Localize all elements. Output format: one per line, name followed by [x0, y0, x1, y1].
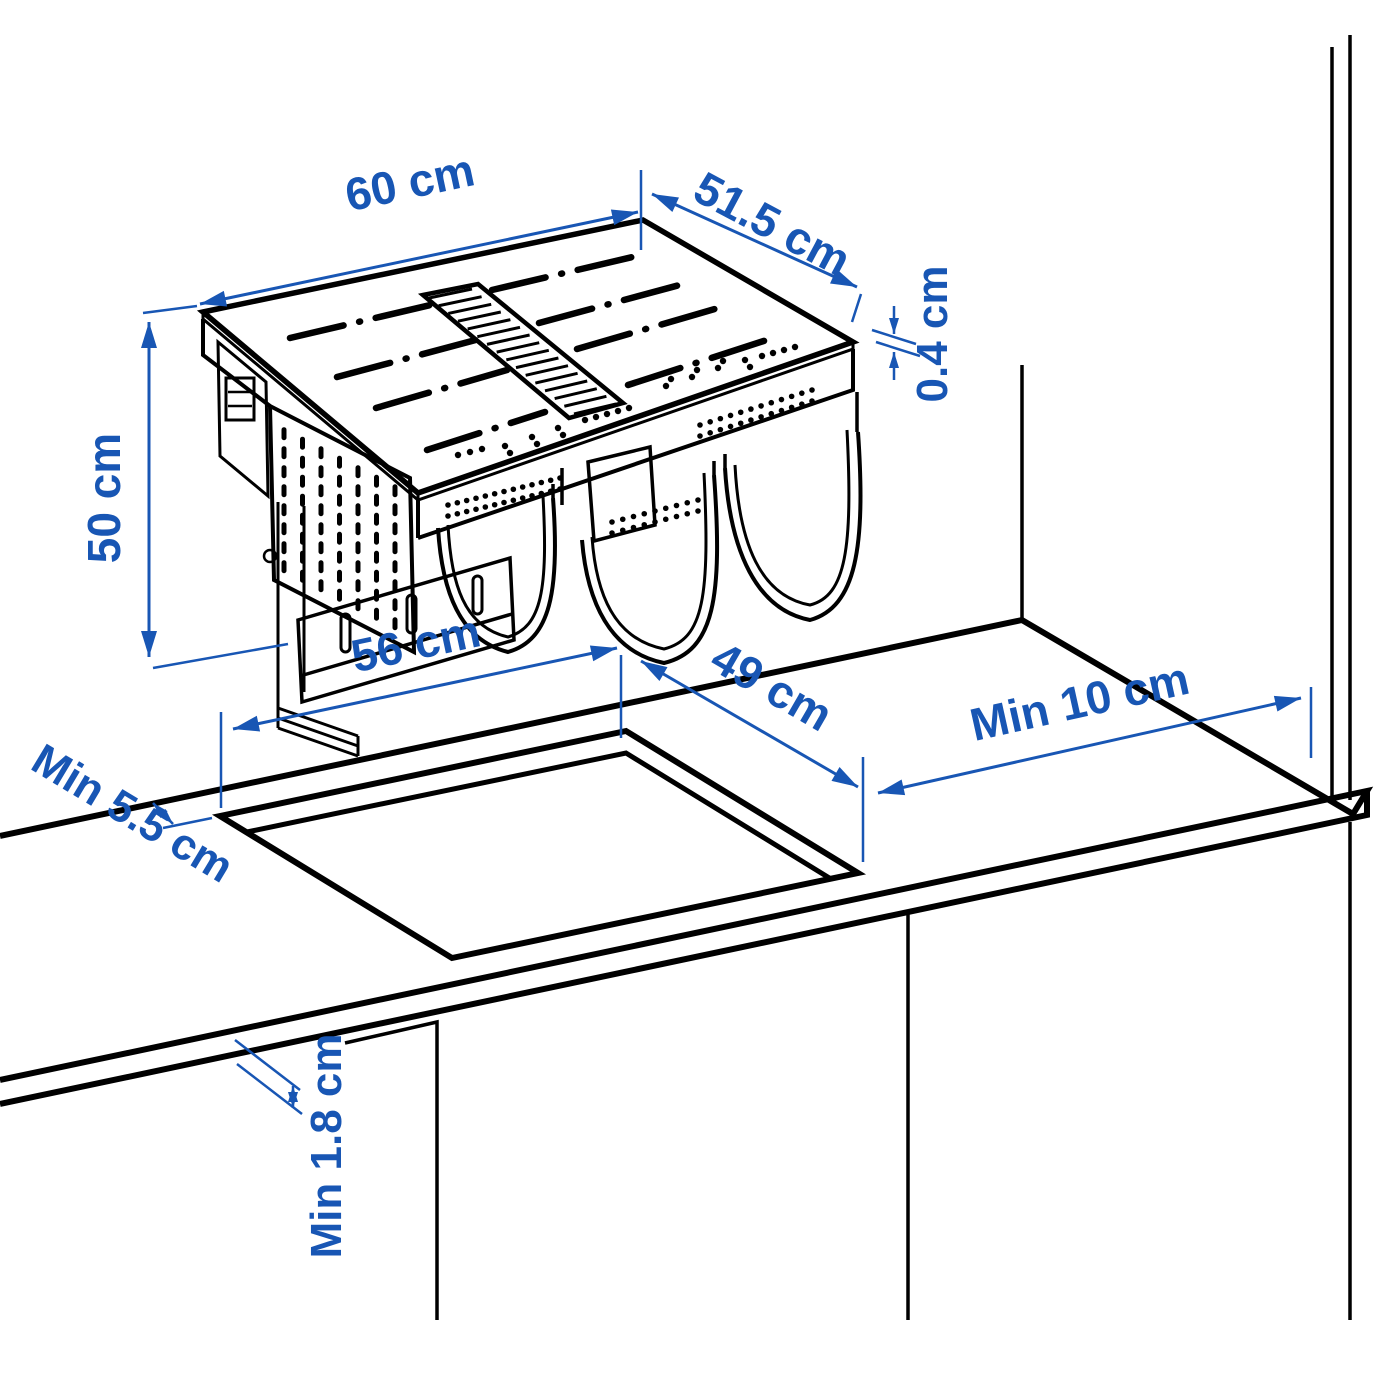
dim-label-cutout-width: 56 cm: [346, 604, 484, 682]
left-end-face: [216, 338, 270, 500]
dim-glass-thickness: 0.4 cm: [871, 266, 957, 403]
bracket-slot-2: [405, 593, 418, 635]
dim-label-unit-height: 50 cm: [78, 433, 130, 563]
band-vent-dots: [445, 387, 815, 536]
dim-cutout-depth: 49 cm: [640, 631, 865, 862]
fan-scrolls: [436, 392, 863, 666]
fan-scroll-b-outer: [580, 474, 720, 666]
dim-label-side-clearance: Min 10 cm: [965, 652, 1193, 751]
dim-label-hob-width: 60 cm: [340, 143, 478, 221]
fan-drum-inner: [733, 429, 851, 607]
dim-back-clearance: Min 5.5 cm: [23, 735, 241, 893]
panel-vent-slots: [281, 427, 398, 631]
dim-label-hob-depth: 51.5 cm: [686, 161, 859, 286]
dim-label-back-clearance: Min 5.5 cm: [23, 735, 241, 893]
countertop-front-bottom-edge: [0, 791, 1370, 1107]
dim-side-clearance: Min 10 cm: [877, 652, 1313, 796]
dim-hob-width: 60 cm: [199, 143, 643, 307]
dim-label-glass-thickness: 0.4 cm: [908, 266, 957, 403]
touch-control-dots: [454, 343, 799, 459]
bracket-slot-3: [471, 574, 484, 616]
dim-label-cutout-depth: 49 cm: [703, 631, 842, 741]
glass-thickness-edge: [201, 312, 855, 502]
dim-unit-height: 50 cm: [78, 304, 289, 670]
connector-detail: [228, 390, 252, 408]
cabinet-left-seam: [344, 1019, 439, 1320]
fan-drum-outer: [723, 431, 863, 623]
dim-label-worktop-thickness: Min 1.8 cm: [302, 1034, 351, 1259]
extractor-grille: [417, 281, 628, 421]
extractor-unit: [201, 319, 863, 758]
base-foot: [276, 706, 360, 758]
countertop: [0, 616, 1374, 1320]
fan-scroll-a-inner: [446, 495, 546, 639]
worktop-cutout: [211, 727, 867, 962]
fan-scroll-b-inner: [590, 472, 708, 651]
kitchen-walls: [1020, 35, 1352, 1320]
dim-worktop-thickness: Min 1.8 cm: [234, 1034, 351, 1259]
duct-window: [586, 444, 657, 544]
cutout-inner-rim: [246, 750, 833, 882]
cutout-top-outline: [211, 727, 867, 962]
connector-box: [224, 376, 256, 422]
cable-hook: [262, 548, 278, 564]
